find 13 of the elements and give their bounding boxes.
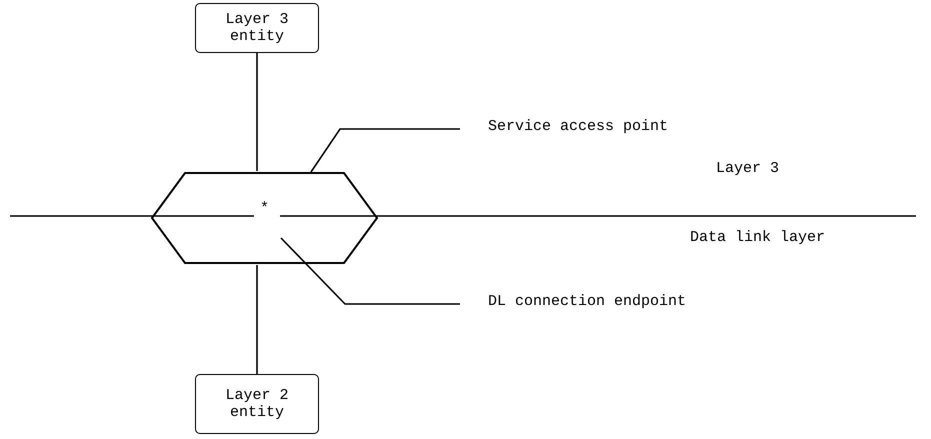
callout-text: DL connection endpoint [488, 293, 688, 310]
leader-line [280, 237, 460, 305]
callout-text: Service access point [488, 118, 670, 136]
entity-box [195, 3, 319, 53]
layer-label: Data link layer [690, 229, 826, 246]
entity-box [195, 374, 319, 434]
entity-label: Layer 3 entity [224, 10, 290, 46]
leader-line [310, 128, 460, 172]
connector-line [256, 265, 258, 374]
layer-label: Layer 3 [716, 160, 780, 177]
asterisk-mark: * [260, 200, 270, 217]
entity-label: Layer 2 entity [224, 386, 290, 422]
connector-line [256, 53, 258, 171]
